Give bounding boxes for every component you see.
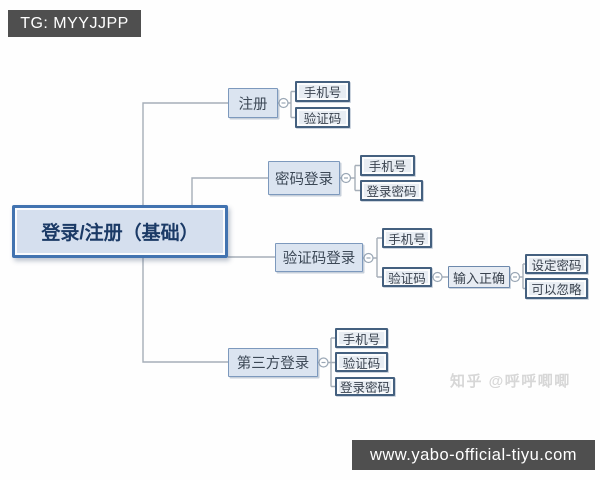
zhihu-watermark: 知乎 @呼呼唧唧 [450,373,571,390]
node-code-login[interactable]: 验证码登录 [275,243,363,272]
node-code-login-phone[interactable]: 手机号 [382,228,432,248]
node-can-ignore[interactable]: 可以忽略 [525,278,588,299]
node-third-party-verify-code[interactable]: 验证码 [335,352,388,372]
expand-toggle-dashes [281,102,517,364]
node-register-verify-code[interactable]: 验证码 [295,107,350,128]
node-register-phone[interactable]: 手机号 [295,81,350,102]
node-third-party-login[interactable]: 第三方登录 [228,348,318,377]
node-set-password[interactable]: 设定密码 [525,254,588,274]
node-password-login[interactable]: 密码登录 [268,161,340,195]
node-root-login-register[interactable]: 登录/注册（基础） [12,205,228,258]
node-code-login-verify-code[interactable]: 验证码 [382,267,432,287]
bottom-right-banner: www.yabo-official-tiyu.com [352,440,595,470]
node-third-party-phone[interactable]: 手机号 [335,328,388,348]
node-input-correct[interactable]: 输入正确 [448,266,510,288]
node-password-login-phone[interactable]: 手机号 [360,155,415,176]
node-register[interactable]: 注册 [228,88,278,118]
node-third-party-password[interactable]: 登录密码 [335,377,395,396]
node-password-login-password[interactable]: 登录密码 [360,180,423,201]
top-left-banner: TG: MYYJJPP [8,10,141,37]
